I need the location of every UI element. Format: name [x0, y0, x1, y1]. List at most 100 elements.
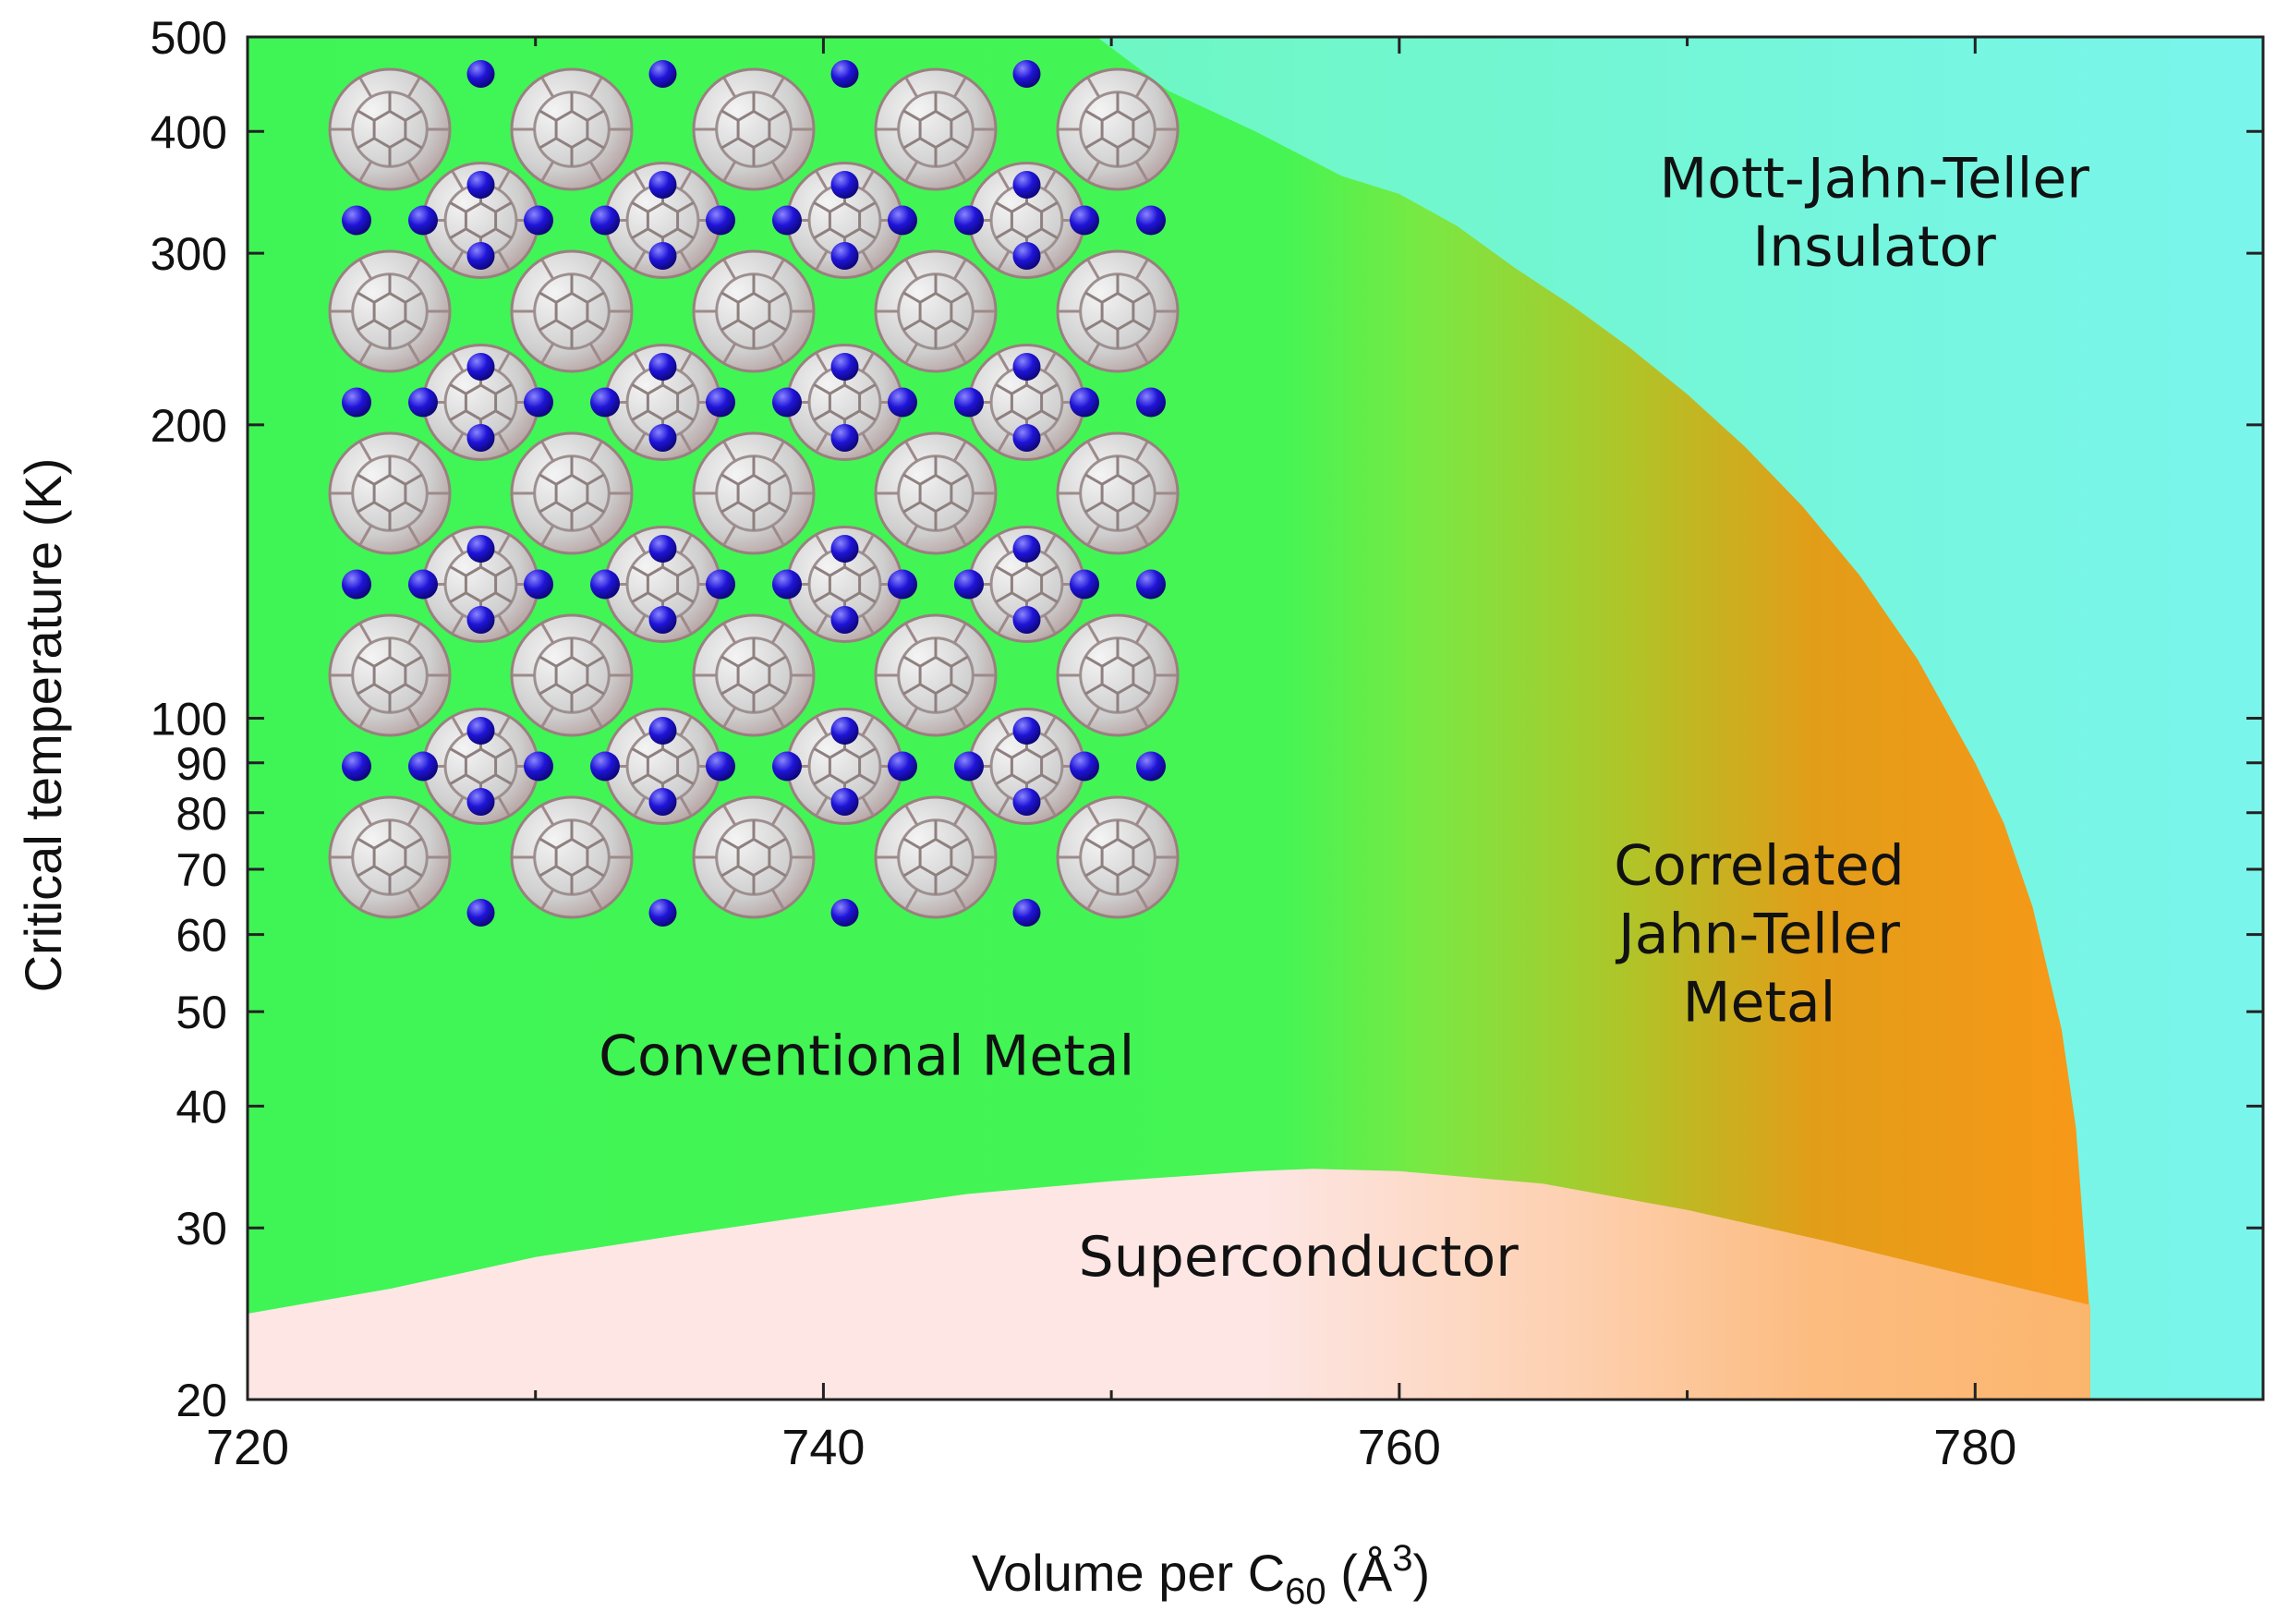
fullerene-ball: [874, 249, 998, 373]
fullerene-ball: [874, 67, 998, 191]
fullerene-ball: [510, 795, 634, 919]
region-label-line: Mott-Jahn-Teller: [1659, 146, 2089, 211]
alkali-ion-sphere: [466, 788, 495, 816]
alkali-ion-sphere: [1136, 569, 1166, 600]
alkali-ion-sphere: [830, 60, 859, 88]
alkali-ion-sphere: [706, 205, 735, 236]
alkali-ion-sphere: [830, 424, 859, 452]
alkali-ion-sphere: [1012, 424, 1041, 452]
region-label-line: Jahn-Teller: [1615, 903, 1900, 967]
alkali-ion-sphere: [648, 171, 677, 199]
region-label-conventional-metal: Conventional Metal: [599, 1024, 1134, 1088]
alkali-ion-sphere: [954, 205, 984, 236]
region-label-line: Metal: [1683, 971, 1836, 1036]
y-tick-label: 500: [151, 12, 227, 64]
fullerene-ball: [692, 249, 816, 373]
x-axis-label-unit-close: ): [1412, 1544, 1430, 1602]
alkali-ion-sphere: [648, 424, 677, 452]
fullerene-ball: [328, 67, 452, 191]
alkali-ion-sphere: [466, 535, 495, 563]
alkali-ion-sphere: [342, 569, 371, 600]
alkali-ion-sphere: [648, 242, 677, 270]
alkali-ion-sphere: [1012, 535, 1041, 563]
fullerene-ball: [328, 795, 452, 919]
alkali-ion-sphere: [342, 205, 371, 236]
fullerene-ball: [874, 795, 998, 919]
x-tick-label: 760: [1358, 1420, 1441, 1475]
alkali-ion-sphere: [648, 899, 677, 927]
y-tick-label: 40: [176, 1081, 227, 1133]
alkali-ion-sphere: [590, 751, 620, 782]
alkali-ion-sphere: [1070, 751, 1099, 782]
fullerene-ball: [692, 431, 816, 555]
alkali-ion-sphere: [830, 171, 859, 199]
alkali-ion-sphere: [1012, 717, 1041, 745]
x-axis-label: Volume per C60 (Å3): [972, 1538, 1430, 1612]
alkali-ion-sphere: [888, 205, 917, 236]
alkali-ion-sphere: [954, 751, 984, 782]
fullerene-ball: [692, 67, 816, 191]
alkali-ion-sphere: [1136, 205, 1166, 236]
alkali-ion-sphere: [706, 751, 735, 782]
alkali-ion-sphere: [772, 569, 802, 600]
alkali-ion-sphere: [888, 751, 917, 782]
y-tick-label: 20: [176, 1375, 227, 1426]
alkali-ion-sphere: [648, 60, 677, 88]
alkali-ion-sphere: [590, 205, 620, 236]
alkali-ion-sphere: [954, 387, 984, 418]
alkali-ion-sphere: [830, 242, 859, 270]
alkali-ion-sphere: [1012, 242, 1041, 270]
alkali-ion-sphere: [706, 387, 735, 418]
fullerene-ball: [1056, 249, 1180, 373]
alkali-ion-sphere: [1070, 387, 1099, 418]
alkali-ion-sphere: [466, 424, 495, 452]
x-axis-label-unit-sup: 3: [1392, 1538, 1412, 1579]
alkali-ion-sphere: [1070, 205, 1099, 236]
alkali-ion-sphere: [888, 387, 917, 418]
y-tick-label: 80: [176, 788, 227, 840]
fullerene-ball: [604, 708, 721, 825]
alkali-ion-sphere: [954, 569, 984, 600]
alkali-ion-sphere: [1012, 899, 1041, 927]
y-tick-label: 200: [151, 400, 227, 452]
alkali-ion-sphere: [408, 387, 438, 418]
alkali-ion-sphere: [888, 569, 917, 600]
alkali-ion-sphere: [524, 387, 553, 418]
fulleride-crystal-structure-icon: [328, 60, 1180, 927]
alkali-ion-sphere: [830, 606, 859, 634]
y-tick-label: 100: [151, 694, 227, 745]
region-label-line: Superconductor: [1079, 1225, 1519, 1290]
alkali-ion-sphere: [830, 535, 859, 563]
x-axis-label-unit-open: (Å: [1326, 1544, 1393, 1602]
y-axis-label: Critical temperature (K): [14, 458, 72, 993]
region-label-superconductor: Superconductor: [1079, 1225, 1519, 1290]
alkali-ion-sphere: [466, 242, 495, 270]
alkali-ion-sphere: [1070, 569, 1099, 600]
fullerene-ball: [510, 431, 634, 555]
alkali-ion-sphere: [1012, 353, 1041, 381]
alkali-ion-sphere: [772, 205, 802, 236]
fullerene-ball: [510, 249, 634, 373]
x-axis-label-main: Volume per C: [972, 1544, 1285, 1602]
region-label-line: Insulator: [1753, 214, 1997, 279]
fullerene-ball: [328, 431, 452, 555]
alkali-ion-sphere: [648, 535, 677, 563]
alkali-ion-sphere: [1012, 788, 1041, 816]
alkali-ion-sphere: [466, 899, 495, 927]
alkali-ion-sphere: [648, 717, 677, 745]
alkali-ion-sphere: [1012, 171, 1041, 199]
alkali-ion-sphere: [342, 751, 371, 782]
fullerene-ball: [692, 795, 816, 919]
alkali-ion-sphere: [466, 171, 495, 199]
fullerene-ball: [874, 431, 998, 555]
y-tick-label: 90: [176, 738, 227, 790]
fullerene-ball: [1056, 67, 1180, 191]
y-tick-label: 60: [176, 910, 227, 962]
alkali-ion-sphere: [648, 353, 677, 381]
fullerene-ball: [1056, 613, 1180, 737]
alkali-ion-sphere: [830, 899, 859, 927]
alkali-ion-sphere: [1136, 751, 1166, 782]
x-tick-label: 780: [1933, 1420, 2016, 1475]
alkali-ion-sphere: [466, 606, 495, 634]
